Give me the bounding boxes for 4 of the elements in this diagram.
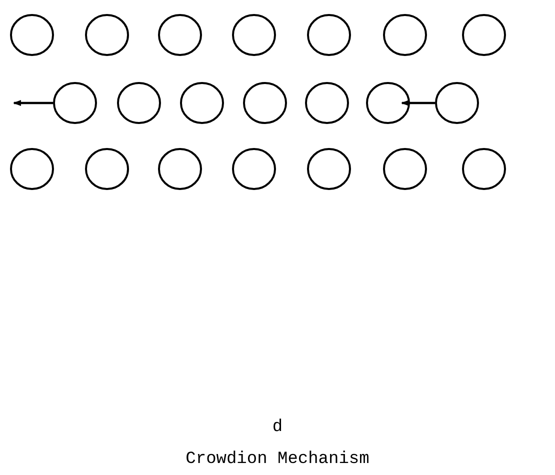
panel-letter: d	[272, 418, 283, 437]
arrow	[401, 100, 435, 106]
arrow	[13, 100, 53, 106]
figure-caption: Crowdion Mechanism	[186, 450, 370, 469]
